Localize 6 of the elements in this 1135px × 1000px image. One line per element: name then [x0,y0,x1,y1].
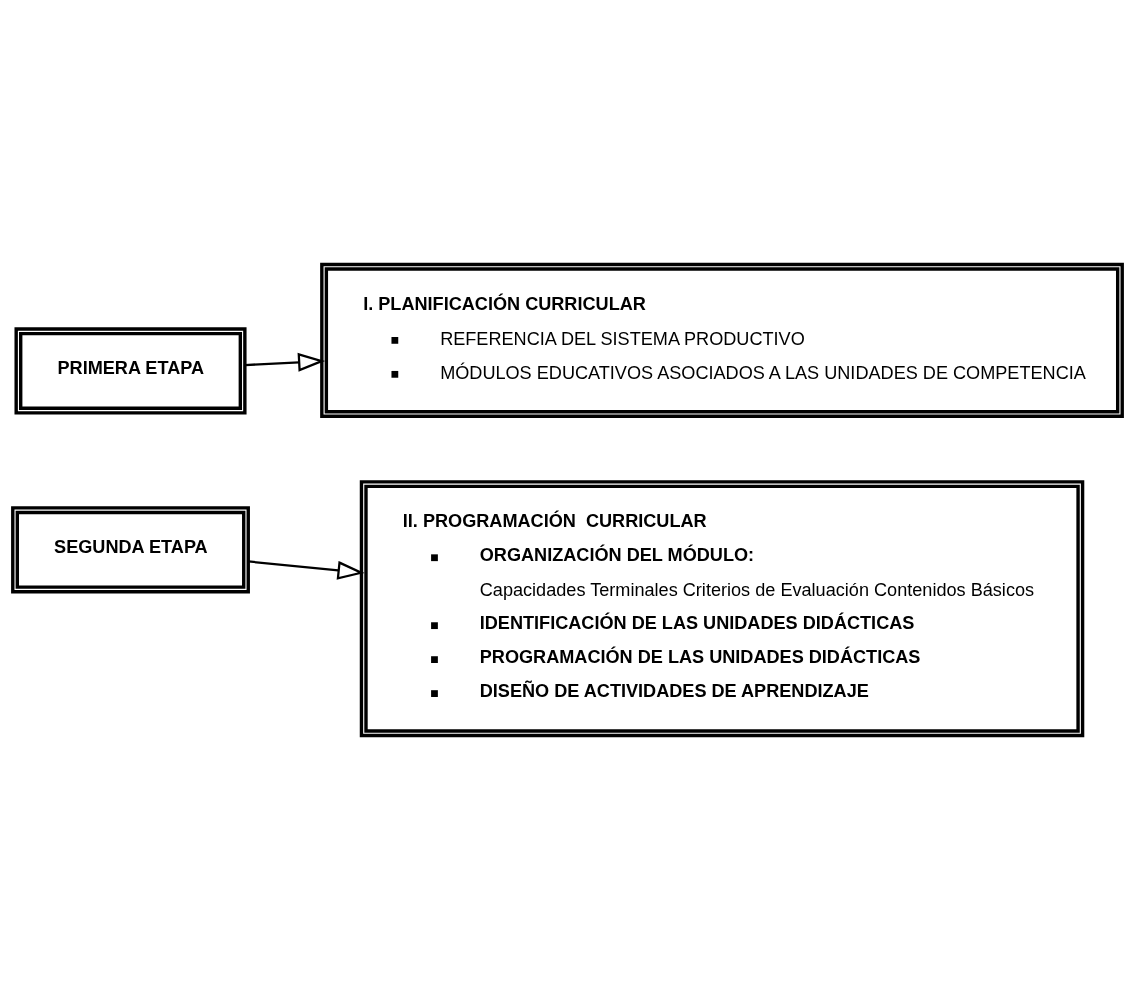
arrow [248,560,365,580]
node-box: II. PROGRAMACIÓN CURRICULAR ORGANIZACIÓN DEL MÓDULO: Capacidades Terminales Criterios de Evaluación Contenidos Básicos IDENTIFICACIÓN DE LAS UNIDADES DIDÁCTICAS PROGRAMACIÓN DE LAS UNIDADES DIDÁCTICAS DISEÑO DE ACTIVIDADES DE APRENDIZAJE [359,480,1085,738]
node-box: I. PLANIFICACIÓN CURRICULAR REFERENCIA DEL SISTEMA PRODUCTIVO MÓDULOS EDUCATIVOS ASOCIADOS A LAS UNIDADES DE COMPETENCIA [320,262,1124,418]
arrow [244,352,326,372]
node-box: SEGUNDA ETAPA [11,506,250,594]
node-box: PRIMERA ETAPA [14,327,247,415]
